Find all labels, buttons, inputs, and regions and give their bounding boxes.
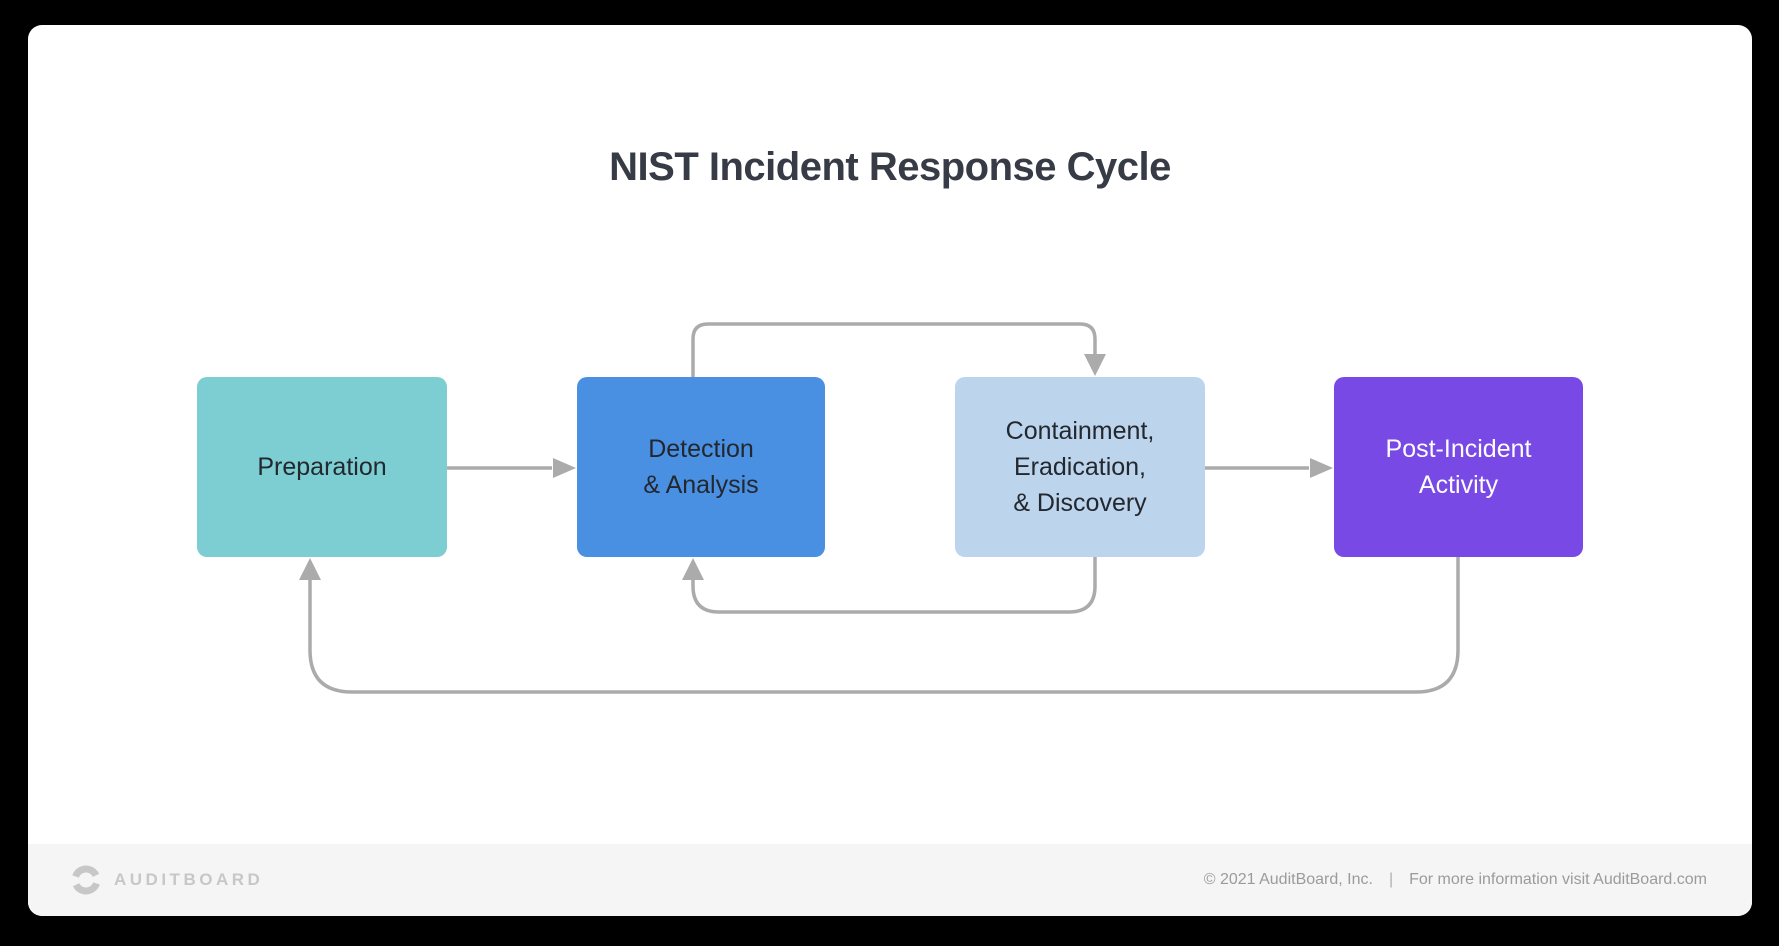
node-label-line: Preparation bbox=[257, 453, 387, 481]
node-detection-analysis: Detection & Analysis bbox=[577, 377, 825, 557]
footer-legal-text: © 2021 AuditBoard, Inc. | For more infor… bbox=[1204, 871, 1707, 889]
arrow-postincident-to-preparation bbox=[308, 557, 1460, 694]
footer-separator: | bbox=[1388, 871, 1394, 888]
auditboard-logo: AUDITBOARD bbox=[68, 865, 263, 895]
node-label-line: Post-Incident bbox=[1385, 435, 1532, 463]
auditboard-logo-icon bbox=[71, 865, 101, 895]
node-label-line: & Discovery bbox=[1013, 489, 1147, 517]
arrow-containment-to-detection bbox=[691, 557, 1097, 614]
arrowhead-up-icon bbox=[299, 558, 321, 580]
node-containment-eradication-discovery: Containment, Eradication, & Discovery bbox=[955, 377, 1205, 557]
slide-card: NIST Incident Response Cycle Preparation… bbox=[28, 25, 1752, 916]
arrowhead-up-icon bbox=[682, 558, 704, 580]
arrowhead-right-icon bbox=[553, 458, 576, 478]
copyright-text: © 2021 AuditBoard, Inc. bbox=[1203, 871, 1373, 888]
node-label-line: Activity bbox=[1418, 471, 1499, 499]
footer-info-text: For more information visit AuditBoard.co… bbox=[1409, 871, 1707, 888]
node-label-line: Containment, bbox=[1005, 417, 1155, 445]
arrowhead-down-icon bbox=[1084, 354, 1106, 376]
page-title: NIST Incident Response Cycle bbox=[609, 145, 1171, 189]
node-label-line: Detection bbox=[648, 435, 754, 463]
footer-bar: AUDITBOARD © 2021 AuditBoard, Inc. | For… bbox=[28, 844, 1752, 916]
node-post-incident-activity: Post-Incident Activity bbox=[1334, 377, 1583, 557]
node-label-line: Eradication, bbox=[1013, 453, 1147, 481]
auditboard-logo-text: AUDITBOARD bbox=[114, 870, 264, 889]
arrow-detection-to-containment bbox=[691, 322, 1097, 377]
node-preparation: Preparation bbox=[197, 377, 447, 557]
node-label-line: & Analysis bbox=[643, 471, 759, 499]
arrowhead-right-icon bbox=[1310, 458, 1333, 478]
